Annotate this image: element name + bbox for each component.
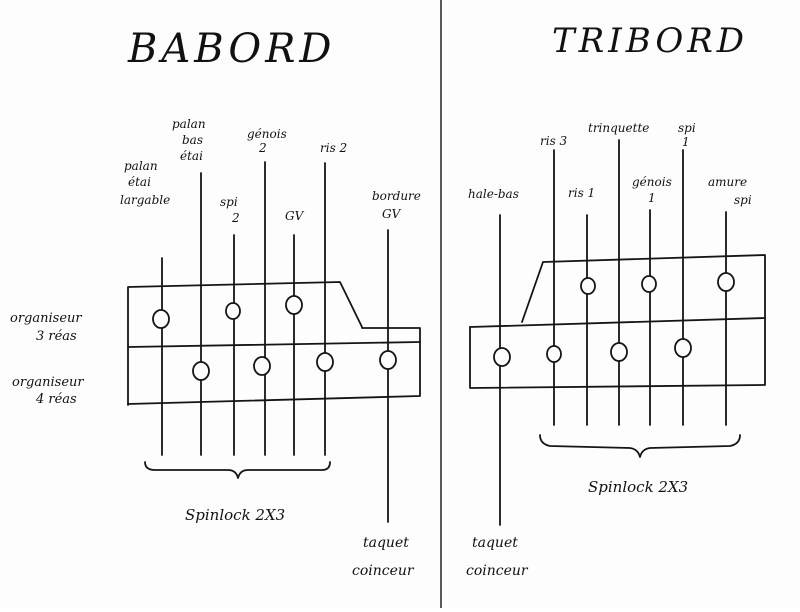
label-genois: génois xyxy=(247,127,287,141)
baboard-coinceur-label: coinceur xyxy=(352,563,415,579)
tribord-coinceur-label: coinceur xyxy=(466,563,529,579)
label-spi-1-num: 1 xyxy=(682,135,690,149)
baboard-organiser-3-outline xyxy=(127,281,363,406)
title-tribord: TRIBORD xyxy=(552,21,748,61)
baboard-organiser-divider xyxy=(127,341,421,348)
tribord-organiser-divider xyxy=(469,317,766,328)
tribord-organiser xyxy=(469,254,766,389)
title-baboard: BABORD xyxy=(127,26,335,72)
tribord-organiser-3-outline xyxy=(521,254,766,323)
label-ris-3: ris 3 xyxy=(540,134,568,148)
sheave-trinquette xyxy=(610,342,628,362)
label-genois-1-num: 1 xyxy=(648,191,656,205)
sheave-ris-3 xyxy=(546,345,562,363)
label-largable: largable xyxy=(120,193,170,207)
organiser-3-sublabel: 3 réas xyxy=(36,329,77,344)
label-genois-num: 2 xyxy=(258,141,267,155)
sheave-ris-2 xyxy=(316,352,334,372)
label-amure-spi: spi xyxy=(734,193,752,207)
organiser-3-label: organiseur xyxy=(10,311,82,326)
sheave-spi-1 xyxy=(674,338,692,358)
label-palan-2: palan xyxy=(172,117,206,131)
sheave-amure-spi xyxy=(717,272,735,292)
sheave-genois-2 xyxy=(253,356,271,376)
label-hale-bas: hale-bas xyxy=(468,187,519,201)
baboard-organiser xyxy=(127,281,421,406)
tribord-line-labels: hale-bas ris 3 ris 1 trinquette génois 1… xyxy=(468,121,752,207)
tribord-sheaves xyxy=(493,272,735,367)
label-trinquette: trinquette xyxy=(588,121,649,135)
sheave-spi-2 xyxy=(225,302,241,320)
organiser-4-label: organiseur xyxy=(12,375,84,390)
sheave-bordure-gv xyxy=(379,350,397,370)
label-palan: palan xyxy=(124,159,158,173)
baboard-spinlock-label: Spinlock 2X3 xyxy=(185,506,285,524)
label-bas: bas xyxy=(182,133,203,147)
sheave-palan-etai-largable xyxy=(152,309,170,329)
tribord-taquet-label: taquet xyxy=(472,535,518,551)
sheave-gv xyxy=(285,295,303,315)
baboard-taquet-label: taquet xyxy=(363,535,409,551)
label-bordure: bordure xyxy=(372,189,421,203)
label-ris-1: ris 1 xyxy=(568,186,595,200)
baboard-line-labels: palan étai largable palan bas étai spi 2… xyxy=(120,117,421,225)
label-spi-1: spi xyxy=(678,121,696,135)
sheave-genois-1 xyxy=(641,275,657,293)
label-gv: GV xyxy=(285,209,305,223)
label-genois-1: génois xyxy=(632,175,672,189)
baboard-spinlock-brace xyxy=(144,461,331,479)
tribord-spinlock-label: Spinlock 2X3 xyxy=(588,478,688,496)
baboard-lines xyxy=(161,161,389,523)
sheave-hale-bas xyxy=(493,347,511,367)
label-bordure-gv: GV xyxy=(382,207,402,221)
label-amure: amure xyxy=(708,175,747,189)
tribord-spinlock-brace xyxy=(539,434,741,458)
organiser-4-sublabel: 4 réas xyxy=(35,392,77,407)
tribord-organiser-4-outline xyxy=(469,317,766,389)
sheave-palan-bas-etai xyxy=(192,361,210,381)
label-spi: spi xyxy=(220,195,238,209)
sheave-ris-1 xyxy=(580,277,596,295)
label-etai-2: étai xyxy=(180,149,203,163)
tribord-lines xyxy=(499,139,727,526)
label-ris: ris 2 xyxy=(320,141,347,155)
baboard-organiser-4-outline xyxy=(127,327,421,405)
baboard-sheaves xyxy=(152,295,397,381)
label-spi-num: 2 xyxy=(231,211,240,225)
label-etai: étai xyxy=(128,175,151,189)
